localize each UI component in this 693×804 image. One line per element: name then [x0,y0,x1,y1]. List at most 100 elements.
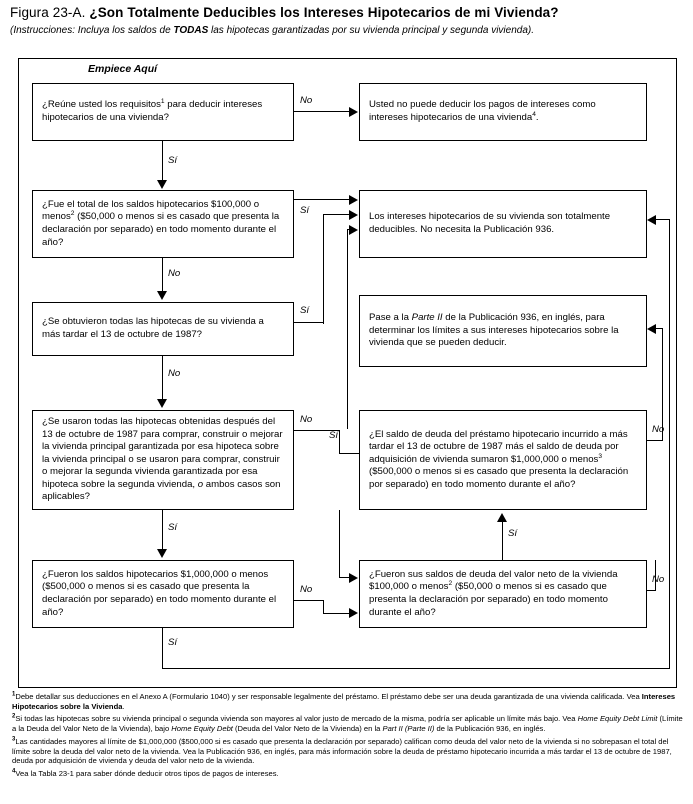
node-q2-balance-100k[interactable]: ¿Fue el total de los saldos hipotecarios… [32,190,294,258]
edge-q5-no-h1 [294,600,324,602]
footnote-3-marker: 3 [12,736,16,743]
footnote-2-em2: Home Equity Debt [171,724,233,734]
edge-q4-si-arrow-top [349,224,358,235]
footnote-1-marker: 1 [12,691,16,698]
node-q4-used-to-buy-build[interactable]: ¿Se usaron todas las hipotecas obtenidas… [32,410,294,510]
node-r3-go-to-part-ii[interactable]: Pase a la Parte II de la Publicación 936… [359,295,647,367]
r4-part-a: ¿El saldo de deuda del préstamo hipoteca… [369,428,628,465]
edge-label-q2-no: No [168,268,181,279]
footnote-2: 2Si todas las hipotecas sobre su viviend… [12,714,684,734]
start-here-label: Empiece Aquí [88,63,158,75]
edge-q4-si-down-arrow [157,549,168,558]
footnote-2-em3: Part II [382,724,403,734]
r1-part-b: . [535,112,539,123]
node-r2-text: Los intereses hipotecarios de su viviend… [369,211,611,235]
edge-q2-no-line [162,258,164,292]
edge-label-q2-si: Sí [300,205,310,216]
edge-q1-no-line [294,111,350,113]
node-r1-text: Usted no puede deducir los pagos de inte… [369,99,637,124]
q4-part-b: ambos casos son aplicables? [42,478,281,503]
edge-q5-si-v-down [162,628,164,669]
footnote-4-text: Vea la Tabla 23-1 para saber dónde deduc… [15,768,279,778]
edge-channel-to-r5-h [338,577,351,579]
edge-q1-si-arrow [157,180,168,189]
footnote-3-text: Las cantidades mayores al límite de $1,0… [12,736,672,766]
edge-r4-no-v [661,328,663,441]
edge-channel-to-r5-arrow [349,572,358,583]
r1-part-a: Usted no puede deducir los pagos de inte… [369,99,596,123]
edge-q5-si-h-top [656,219,670,221]
node-q5-balance-1m[interactable]: ¿Fueron los saldos hipotecarios $1,000,0… [32,560,294,628]
edge-q5-si-v-up [669,219,671,669]
page-title: Figura 23-A. ¿Son Totalmente Deducibles … [10,5,680,20]
node-q1-qualify[interactable]: ¿Reúne usted los requisitos1 para deduci… [32,83,294,141]
q2-footnote-ref: 2 [70,210,75,218]
r4-footnote-ref: 3 [598,452,603,460]
edge-r5-si-line [502,522,504,560]
footnote-3: 3Las cantidades mayores al límite de $1,… [12,736,684,767]
edge-label-q3-si: Sí [300,305,310,316]
subtitle-emphasis: TODAS [173,25,209,36]
r3-part-b: de la Publicación 936, en inglés, para d… [369,312,619,349]
footnote-2-part-b: (Límite a la Deuda del Valor Neto de la … [12,714,683,734]
edge-q4-si-v-up [346,229,348,429]
r4-part-b: ($500,000 o menos si es casado que prese… [369,466,629,490]
node-r5-home-equity-100k[interactable]: ¿Fueron sus saldos de deuda del valor ne… [359,560,647,628]
node-q3-text: ¿Se obtuvieron todas las hipotecas de su… [42,316,264,340]
q4-part-a: ¿Se usaron todas las hipotecas obtenidas… [42,415,283,490]
edge-channel-to-r5-v [338,510,340,578]
footnote-2-marker: 2 [12,713,16,720]
footnote-2-part-c: (Deuda del Valor Neto de la Vivienda) en… [232,724,383,734]
footnotes: 1Debe detallar sus deducciones en el Ane… [12,691,684,781]
node-q1-text: ¿Reúne usted los requisitos1 para deduci… [42,98,284,124]
q2-part-b: ($50,000 o menos si es casado que presen… [42,211,280,248]
node-q2-text: ¿Fue el total de los saldos hipotecarios… [42,199,284,249]
subtitle-pre: (Instrucciones: Incluya los saldos de [10,25,174,36]
edge-q5-no-arrow [349,608,358,618]
node-r2-fully-deductible[interactable]: Los intereses hipotecarios de su viviend… [359,190,647,258]
node-r1-not-deductible[interactable]: Usted no puede deducir los pagos de inte… [359,83,647,141]
figure-label: Figura 23-A. [10,5,86,20]
edge-q4-no-h2 [338,452,360,454]
footnote-1-part-b: . [122,701,125,711]
footnote-2-em1: Home Equity Debt Limit [577,714,658,724]
edge-q3-si-v [322,214,324,324]
node-q3-before-oct-1987[interactable]: ¿Se obtuvieron todas las hipotecas de su… [32,302,294,356]
footnote-1: 1Debe detallar sus deducciones en el Ane… [12,691,684,712]
q4-emphasis: o [197,478,204,490]
edge-q3-no-arrow [157,399,168,408]
q1-footnote-ref: 1 [160,98,165,106]
footnote-2-em4: (Parte II) [404,724,435,734]
edge-q3-si-h2 [322,214,351,216]
edge-q5-si-h-bottom [162,668,670,670]
r5-part-b: ($50,000 o menos si es casado que presen… [369,581,608,618]
edge-q1-si-line [162,141,164,181]
r3-emphasis: Parte II [411,312,443,324]
node-r3-text: Pase a la Parte II de la Publicación 936… [369,312,637,350]
edge-label-q4-no: No [300,414,313,425]
edge-q2-si-line [294,199,350,201]
edge-q4-no-v [338,430,340,454]
r3-part-a: Pase a la [369,312,412,324]
edge-r4-no-h2 [656,328,662,330]
edge-label-q4-si-right: Sí [329,430,339,441]
r1-footnote-ref: 4 [532,110,536,118]
edge-label-q4-si-down: Sí [168,522,178,533]
edge-r5-no-v [655,560,657,591]
node-r5-text: ¿Fueron sus saldos de deuda del valor ne… [369,569,637,619]
q1-part-b: para deducir intereses hipotecarios de u… [42,99,263,123]
footnote-4-marker: 4 [12,768,16,775]
subtitle-post: las hipotecas garantizadas por su vivien… [208,25,534,36]
edge-r5-no-h [647,590,656,592]
edge-label-q3-no: No [168,368,181,379]
edge-q2-si-arrow [349,194,358,205]
q2-part-a: ¿Fue el total de los saldos hipotecarios… [42,198,260,223]
edge-q4-no-h1 [294,430,340,432]
node-q5-text: ¿Fueron los saldos hipotecarios $1,000,0… [42,568,277,618]
edge-q5-no-h2 [322,612,351,614]
node-r4-grandfathered-plus-acquisition[interactable]: ¿El saldo de deuda del préstamo hipoteca… [359,410,647,510]
edge-label-r5-si: Sí [508,528,518,539]
footnote-1-emphasis: Intereses Hipotecarios sobre la Vivienda [12,692,676,711]
edge-q1-no-arrow [349,106,358,117]
edge-q5-no-v [322,600,324,614]
